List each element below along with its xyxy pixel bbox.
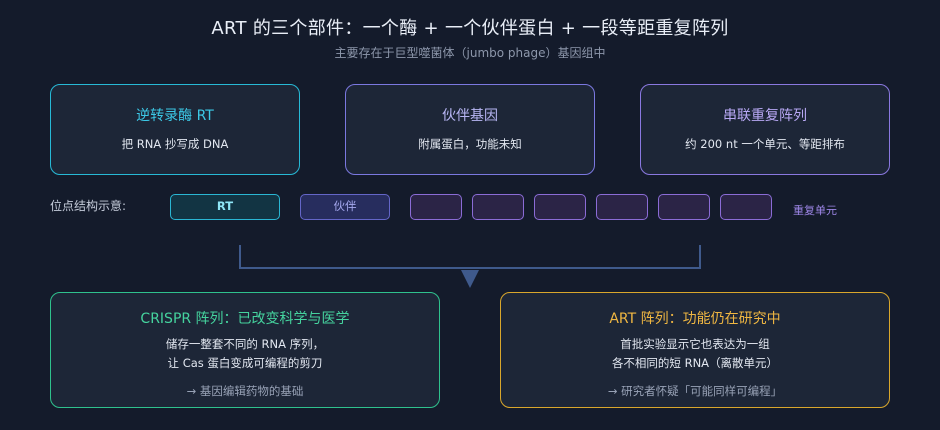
diagram-subtitle: 主要存在于巨型噬菌体（jumbo phage）基因组中 [334,46,606,60]
art-card-title: ART 阵列：功能仍在研究中 [609,311,781,327]
component-card-array: 串联重复阵列 约 200 nt 一个单元、等距排布 [640,84,890,175]
crispr-card: CRISPR 阵列：已改变科学与医学 储存一整套不同的 RNA 序列， 让 Ca… [50,292,440,408]
locus-repeat-unit [658,194,710,220]
locus-repeat-unit [720,194,772,220]
locus-label: 位点结构示意: [50,199,127,213]
art-card-line: 首批实验显示它也表达为一组 [620,337,770,351]
component-desc-rt: 把 RNA 抄写成 DNA [121,137,229,151]
art-card: ART 阵列：功能仍在研究中 首批实验显示它也表达为一组 各不相同的短 RNA（… [500,292,890,408]
component-desc-partner: 附属蛋白，功能未知 [418,137,522,151]
locus-repeat-unit [410,194,462,220]
down-arrow-icon [461,270,479,288]
art-card-line: 各不相同的短 RNA（离散单元） [611,356,779,370]
diagram-title: ART 的三个部件：一个酶 + 一个伙伴蛋白 + 一段等距重复阵列 [211,18,729,39]
locus-repeat-unit [596,194,648,220]
component-desc-array: 约 200 nt 一个单元、等距排布 [685,137,845,151]
component-card-rt: 逆转录酶 RT 把 RNA 抄写成 DNA [50,84,300,175]
locus-partner-gene: 伙伴 [300,194,390,220]
locus-rt-gene: RT [170,194,280,220]
art-card-note: → 研究者怀疑「可能同样可编程」 [607,384,783,398]
component-title-array: 串联重复阵列 [723,108,807,124]
component-title-rt: 逆转录酶 RT [136,108,214,124]
crispr-card-line: 让 Cas 蛋白变成可编程的剪刀 [167,356,323,370]
crispr-card-line: 储存一整套不同的 RNA 序列， [165,337,325,351]
crispr-card-note: → 基因编辑药物的基础 [186,384,304,398]
locus-repeat-unit [534,194,586,220]
component-title-partner: 伙伴基因 [442,108,498,124]
repeat-unit-label: 重复单元 [793,204,837,217]
bracket-line [239,245,701,269]
locus-repeat-unit [472,194,524,220]
component-card-partner: 伙伴基因 附属蛋白，功能未知 [345,84,595,175]
crispr-card-title: CRISPR 阵列：已改变科学与医学 [140,311,350,327]
